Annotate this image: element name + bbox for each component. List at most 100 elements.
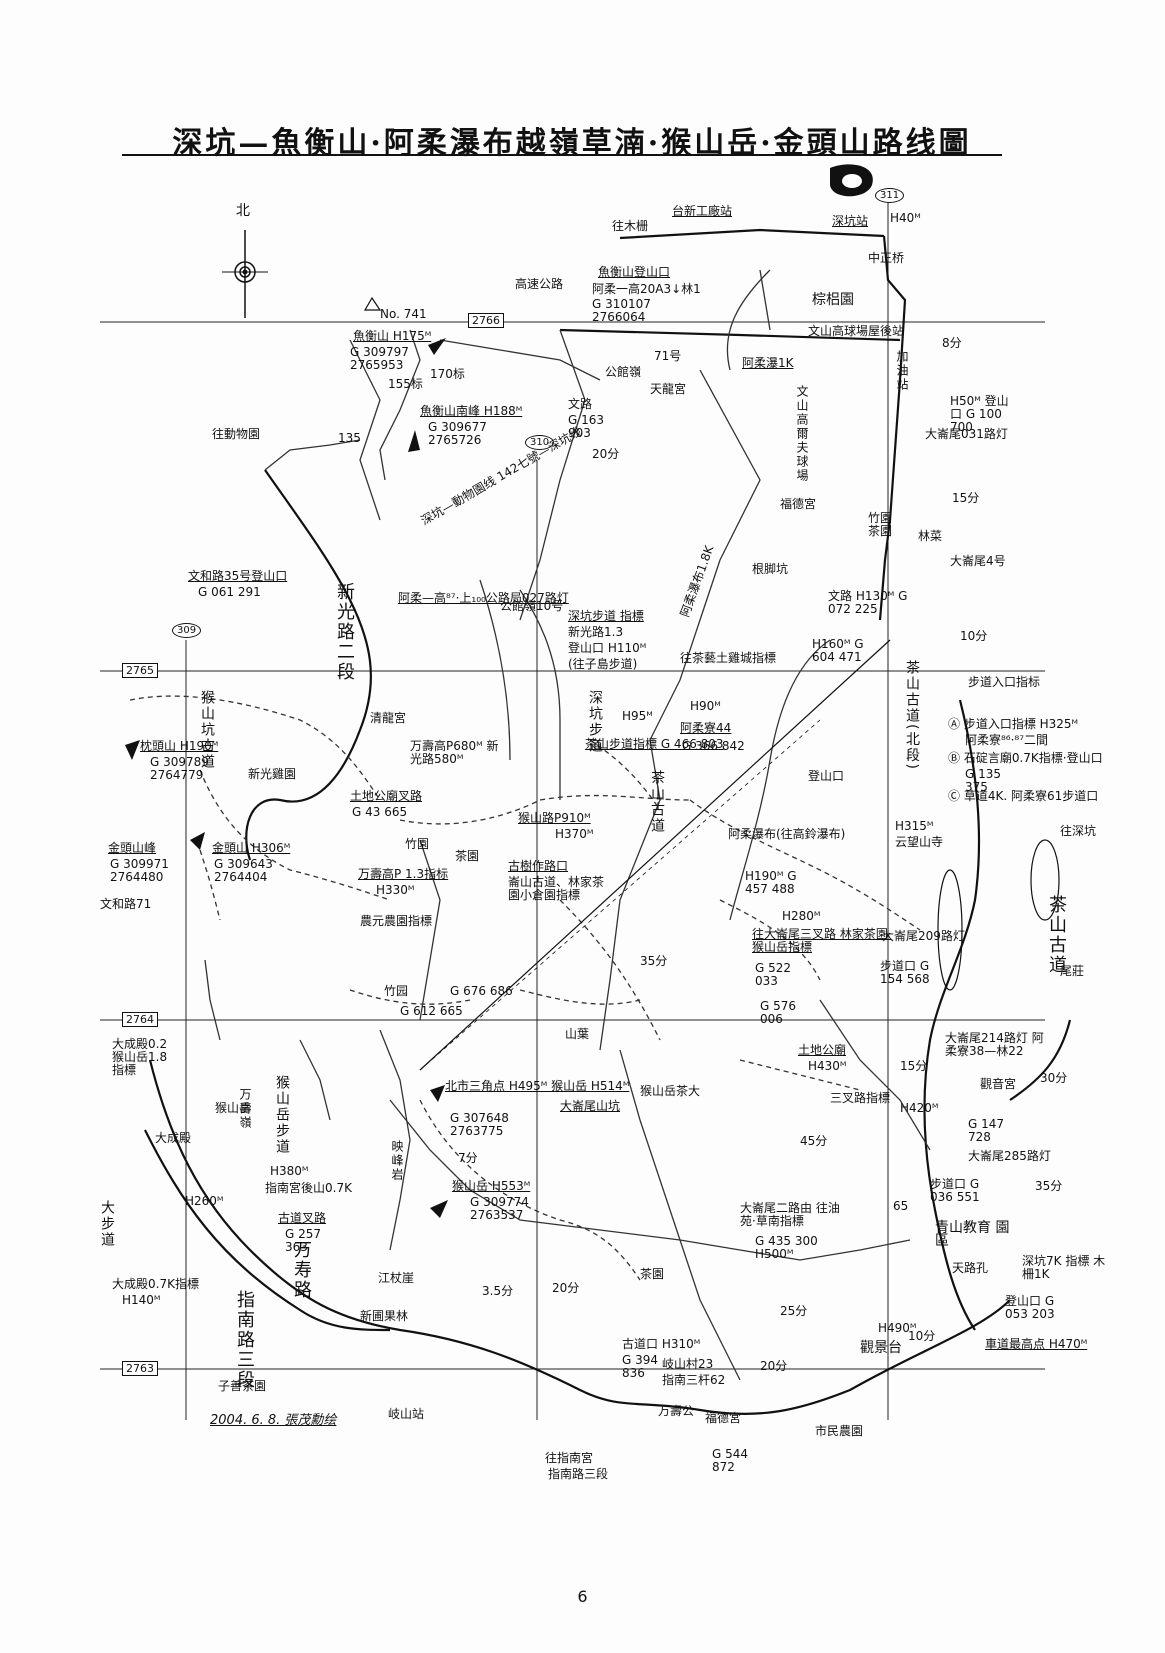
label-houshan-ancient: 猴山坑古道 bbox=[199, 690, 215, 770]
label-min-20c: 20分 bbox=[760, 1359, 788, 1373]
label-zhinan-road3: 指南路三段 bbox=[234, 1290, 255, 1390]
label-daliao-tea: 往大崙尾三叉路 林家茶園·猴山岳指標 bbox=[752, 927, 892, 954]
label-h95: H95ᴹ bbox=[622, 709, 653, 723]
label-min-10b: 10分 bbox=[908, 1329, 936, 1343]
label-h280: H280ᴹ bbox=[782, 909, 821, 923]
grid-label-2764: 2764 bbox=[122, 1012, 158, 1027]
label-min-45: 45分 bbox=[800, 1134, 828, 1148]
label-wanshou-lu: 万寿路 bbox=[291, 1240, 312, 1300]
label-zhinan-3duan: 指南路三段 bbox=[548, 1467, 609, 1481]
label-ahe-bus: 阿柔一高20A3↓林1 bbox=[592, 282, 701, 296]
label-chashan-trail: 茶山古道 bbox=[1046, 895, 1067, 975]
label-jintou-peak: 金頭山峰 bbox=[108, 841, 157, 855]
label-h160: H160ᴹ G 604 471 bbox=[812, 637, 864, 664]
label-daliao-214: 大崙尾214路灯 阿柔寮38—林22 bbox=[945, 1031, 1044, 1058]
label-h190: H190ᴹ G 457 488 bbox=[745, 869, 797, 896]
label-min-20a: 20分 bbox=[592, 447, 620, 461]
label-wenhe-71: 文和路71 bbox=[100, 897, 152, 911]
label-tea-garden: 茶園 bbox=[455, 849, 480, 863]
label-wenshan-edu: 文山高爾夫球場 bbox=[795, 385, 809, 483]
label-xinguang-garden: 新光雞園 bbox=[248, 767, 297, 781]
label-b-sign: Ⓑ 石碇言廟0.7K指標·登山口 bbox=[948, 751, 1103, 765]
route-label-311: 311 bbox=[875, 188, 905, 203]
label-h140: H140ᴹ bbox=[122, 1293, 161, 1307]
diagonal-line bbox=[419, 639, 891, 1071]
label-daliao-209: 大崙尾209路灯 bbox=[882, 929, 965, 943]
label-dengshan-g2: 登山口 G 053 203 bbox=[1005, 1294, 1055, 1321]
peak-marker-houshan-mid-icon bbox=[430, 1200, 448, 1218]
label-genjiaokeng: 根脚坑 bbox=[752, 562, 789, 576]
label-xinguang-road: 新光路二段 bbox=[334, 582, 355, 682]
label-yuheng-trailhead: 魚衡山登山口 bbox=[598, 265, 671, 279]
label-wenlu-h130: 文路 H130ᴹ G 072 225 bbox=[828, 589, 908, 616]
peak-marker-yuheng-south-icon bbox=[408, 430, 420, 452]
label-shenkeng-station: 深坑站 bbox=[832, 214, 869, 228]
label-zhuy: 竹园 bbox=[384, 984, 409, 998]
label-h380: H380ᴹ bbox=[270, 1164, 309, 1178]
label-gongguan-10: 公館嶺10号 bbox=[500, 599, 564, 613]
label-chashan-east: 茶山古道(北段) bbox=[904, 660, 920, 771]
signature: 2004. 6. 8. 張茂勳绘 bbox=[210, 1413, 337, 1428]
label-shanye: 山葉 bbox=[565, 1027, 590, 1041]
label-tudi-road: 土地公廟叉路 bbox=[350, 789, 423, 803]
label-guzheng-fork: 古道叉路 bbox=[278, 1211, 327, 1225]
label-dalunwei-ln: 大崙尾山坑 bbox=[560, 1099, 621, 1113]
label-sign-to: (往子島步道) bbox=[568, 657, 638, 671]
label-zhuyuan: 竹園 bbox=[405, 837, 430, 851]
label-no741: No. 741 bbox=[380, 307, 427, 321]
label-chedao-h470: 車道最高点 H470ᴹ bbox=[985, 1337, 1088, 1351]
label-wanshou-sign: 万壽高P 1.3指标 bbox=[358, 867, 449, 881]
label-wenshan-school: 文山高球場屋後站 bbox=[808, 324, 905, 338]
label-tudi-g: G 43 665 bbox=[352, 805, 408, 819]
peak-marker-houshan-icon bbox=[430, 1085, 445, 1102]
label-xishan-station: 岐山站 bbox=[388, 1407, 425, 1421]
label-ahe-bus-line: 阿柔—高⁸⁷·上₁₀₀公路局027路灯 bbox=[398, 591, 569, 605]
label-gongguan-ling: 公館嶺 bbox=[605, 365, 642, 379]
label-h90: H90ᴹ bbox=[690, 699, 721, 713]
label-step-entry: 步道入口指标 bbox=[968, 675, 1041, 689]
label-guanyin-temple: 觀音宮 bbox=[980, 1077, 1017, 1091]
label-dengshan-h50: H50ᴹ 登山口 G 100 700 bbox=[950, 394, 1009, 434]
label-h260: H260ᴹ bbox=[185, 1194, 224, 1208]
label-zhuyuan-tea: 竹園 茶園 bbox=[868, 511, 893, 538]
label-yuheng-g: G 310107 2766064 bbox=[592, 297, 651, 324]
grid-label-2763: 2763 bbox=[122, 1361, 158, 1376]
label-houshan-peak: 北市三角点 H495ᴹ 猴山岳 H514ᴹ bbox=[445, 1079, 630, 1093]
peak-marker-jintou-icon bbox=[190, 832, 205, 850]
label-yunwang-temple: 云望山寺 bbox=[895, 835, 944, 849]
label-jiangjun-bottom: 江杖崖 bbox=[378, 1271, 415, 1285]
label-zongge-garden: 棕梠園 bbox=[812, 292, 854, 308]
label-min-15: 15分 bbox=[952, 491, 980, 505]
north-arrow-icon bbox=[222, 230, 268, 318]
label-wanshou-ling: 万壽嶺 bbox=[238, 1088, 252, 1130]
label-h330: H330ᴹ bbox=[376, 883, 415, 897]
label-houshan-mid: 猴山岳 H553ᴹ bbox=[452, 1179, 531, 1193]
peak-marker-yuheng-icon bbox=[428, 338, 446, 355]
label-g-544: G 544 872 bbox=[712, 1447, 749, 1474]
label-daoyang: 大步道 bbox=[99, 1200, 115, 1248]
label-min-20b: 20分 bbox=[552, 1281, 580, 1295]
label-g-576: G 576 006 bbox=[760, 999, 797, 1026]
label-houshan-ls: 猴山岳 bbox=[215, 1101, 252, 1115]
label-guzheng-g: G 257 363 bbox=[285, 1227, 322, 1254]
label-yuanguo: 新圃果林 bbox=[360, 1309, 409, 1323]
label-step-g: 步道口 G 154 568 bbox=[880, 959, 930, 986]
label-wanzhou-gong: 万壽公 bbox=[658, 1404, 695, 1418]
label-ziyun-3: 三叉路指標 bbox=[830, 1091, 891, 1105]
label-zisi-tea: 子善茶園 bbox=[218, 1379, 267, 1393]
label-a-sub: 阿柔寮⁸⁶·⁸⁷二間 bbox=[965, 733, 1049, 747]
label-h315: H315ᴹ bbox=[895, 819, 934, 833]
label-min-65: 65 bbox=[893, 1199, 909, 1213]
label-fuju-temple: 福德宮 bbox=[780, 497, 817, 511]
label-g-366-842: G 366 842 bbox=[682, 739, 745, 753]
label-daliao-285: 大崙尾285路灯 bbox=[968, 1149, 1051, 1163]
north-label: 北 bbox=[236, 203, 250, 219]
label-taoyuan-sign: 農元農園指標 bbox=[360, 914, 433, 928]
label-wenhe-g: G 061 291 bbox=[198, 585, 261, 599]
label-fuquan-tea: 茶園 bbox=[640, 1267, 665, 1281]
label-h430: H430ᴹ bbox=[808, 1059, 847, 1073]
title-underline bbox=[122, 154, 1002, 156]
label-ahe-waterfall: 阿柔瀑布(往高鈴瀑布) bbox=[728, 827, 846, 841]
label-zhuyuan-cha: 猴山岳茶大 bbox=[640, 1084, 701, 1098]
